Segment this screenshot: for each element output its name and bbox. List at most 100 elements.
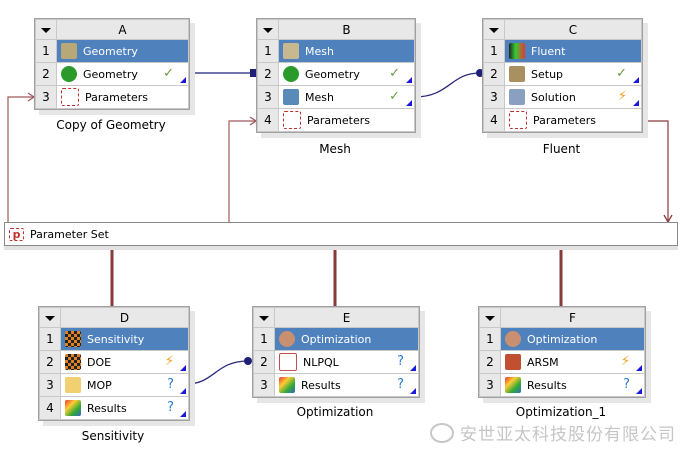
system-menu-button[interactable] <box>479 307 501 328</box>
corner-indicator-icon <box>636 365 642 371</box>
corner-indicator-icon <box>180 411 186 417</box>
system-caption[interactable]: Fluent <box>542 142 581 156</box>
optimization-icon <box>505 331 521 347</box>
parameters-icon <box>509 111 527 129</box>
chevron-down-icon <box>263 27 273 33</box>
row-number: 1 <box>483 39 505 63</box>
system-caption[interactable]: Copy of Geometry <box>56 118 166 132</box>
row-number: 3 <box>35 85 57 109</box>
cell[interactable]: Optimization <box>275 328 418 350</box>
cell[interactable]: Results? <box>61 397 188 419</box>
corner-indicator-icon <box>410 365 416 371</box>
system-caption[interactable]: Mesh <box>319 142 351 156</box>
cell[interactable]: MOP? <box>61 374 188 396</box>
cell-label: Geometry <box>305 67 360 81</box>
system-menu-button[interactable] <box>253 307 275 328</box>
cell[interactable]: Geometry✓ <box>57 63 188 85</box>
cell-label: DOE <box>87 355 112 369</box>
row-number: 4 <box>257 108 279 132</box>
cell[interactable]: ARSM⚡ <box>501 351 644 373</box>
cell-label: Optimization <box>301 332 372 346</box>
cell[interactable]: Parameters <box>57 86 188 108</box>
cell[interactable]: Parameters <box>505 109 641 131</box>
cell[interactable]: Parameters <box>279 109 414 131</box>
system-caption[interactable]: Sensitivity <box>81 429 145 443</box>
system-menu-button[interactable] <box>483 19 505 40</box>
check-icon: ✓ <box>163 66 174 81</box>
row-number: 4 <box>39 396 61 420</box>
question-icon: ? <box>397 377 404 392</box>
cell[interactable]: Geometry <box>57 40 188 62</box>
cell[interactable]: Results? <box>275 374 418 396</box>
chevron-down-icon <box>489 27 499 33</box>
cell[interactable]: Fluent <box>505 40 641 62</box>
cell-label: ARSM <box>527 355 559 369</box>
parameters-icon <box>61 88 79 106</box>
solution-icon <box>509 89 525 105</box>
cell[interactable]: NLPQL? <box>275 351 418 373</box>
cell[interactable]: Setup✓ <box>505 63 641 85</box>
parameters-icon <box>283 111 301 129</box>
cell-label: Mesh <box>305 90 334 104</box>
geometry-icon <box>61 43 77 59</box>
cell[interactable]: Mesh✓ <box>279 86 414 108</box>
link-b3-c2 <box>413 72 481 98</box>
cell[interactable]: Mesh <box>279 40 414 62</box>
row-number: 3 <box>39 373 61 397</box>
system-id: E <box>274 307 419 328</box>
cell[interactable]: Results? <box>501 374 644 396</box>
cell[interactable]: Optimization <box>501 328 644 350</box>
system-menu-button[interactable] <box>39 307 61 328</box>
system-caption[interactable]: Optimization <box>296 405 374 419</box>
param-link-a <box>7 96 34 222</box>
cell[interactable]: Sensitivity <box>61 328 188 350</box>
row-number: 2 <box>253 350 275 374</box>
system-menu-button[interactable] <box>35 19 57 40</box>
parameter-set-bar[interactable]: p Parameter Set <box>4 222 678 246</box>
cell[interactable]: Solution⚡ <box>505 86 641 108</box>
row-number: 1 <box>479 327 501 351</box>
link-end-dot <box>244 357 252 365</box>
system-caption[interactable]: Optimization_1 <box>515 405 607 419</box>
cell-label: Geometry <box>83 44 138 58</box>
lightning-icon: ⚡ <box>617 89 627 104</box>
results-icon <box>65 400 81 416</box>
row-number: 3 <box>253 373 275 397</box>
system-id: A <box>56 19 189 40</box>
corner-indicator-icon <box>633 100 639 106</box>
system-menu-button[interactable] <box>257 19 279 40</box>
chevron-down-icon <box>259 315 269 321</box>
corner-indicator-icon <box>633 77 639 83</box>
cell[interactable]: DOE⚡ <box>61 351 188 373</box>
param-link-c <box>641 120 669 222</box>
cell[interactable]: Geometry✓ <box>279 63 414 85</box>
